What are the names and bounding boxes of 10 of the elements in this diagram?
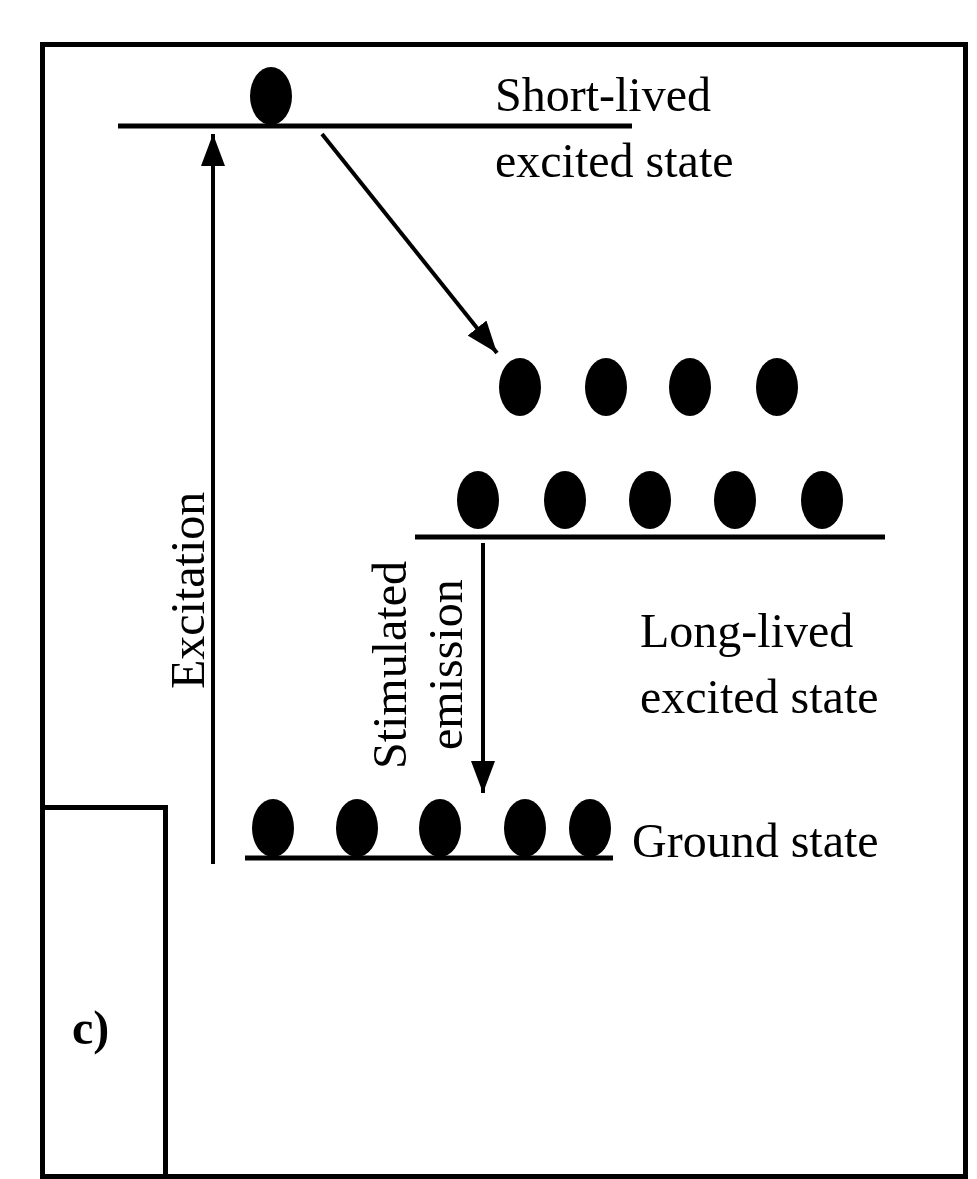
arrow (320, 132, 499, 355)
edge-label: Stimulated emission (362, 560, 473, 771)
panel-label: c) (72, 1000, 110, 1056)
edge-label: Excitation (160, 490, 215, 691)
state-label: Long-lived excited state (640, 603, 880, 725)
state-label: Short-lived excited state (495, 67, 735, 189)
energy-level-drawing (415, 355, 887, 541)
arrow (471, 543, 495, 793)
state-label: Ground state (632, 813, 880, 869)
arrow (201, 134, 225, 864)
